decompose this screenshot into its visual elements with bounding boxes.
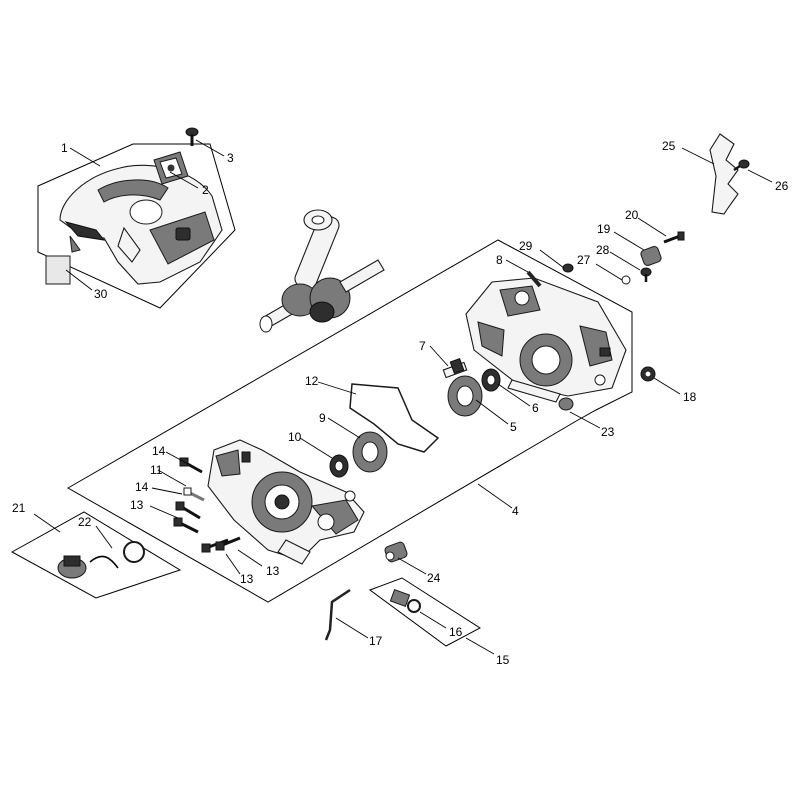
- pin-8-part: [526, 270, 542, 288]
- oil-seal-10-part: [329, 454, 349, 478]
- spike-bumper-part: [709, 133, 739, 215]
- cover-screw-part: [185, 127, 199, 146]
- oil-hose-part: [324, 588, 351, 641]
- callout-22: 22: [78, 515, 92, 529]
- callout-14b: 14: [135, 480, 149, 494]
- callout-11: 11: [150, 463, 163, 477]
- plug-18-part: [640, 366, 656, 382]
- callout-21: 21: [12, 501, 26, 515]
- callout-26: 26: [775, 179, 789, 193]
- bolt-20-part: [663, 231, 685, 244]
- callout-12: 12: [305, 374, 319, 388]
- callout-5: 5: [510, 420, 517, 434]
- bearing-9-part: [352, 431, 388, 473]
- callout-6: 6: [532, 401, 539, 415]
- top-cover-part: [59, 164, 223, 285]
- callout-1: 1: [61, 141, 68, 155]
- callout-2: 2: [202, 183, 209, 197]
- oil-pickup-part: [389, 588, 421, 613]
- callout-24: 24: [427, 571, 441, 585]
- screw-26-part: [733, 159, 750, 172]
- oil-cap-part: [57, 541, 145, 579]
- right-crankcase-part: [465, 277, 627, 403]
- left-crankcase-part: [207, 439, 365, 565]
- group-outline-crankcase: [66, 239, 633, 603]
- callout-15: 15: [496, 653, 510, 667]
- callout-30: 30: [94, 287, 108, 301]
- callout-23: 23: [601, 425, 615, 439]
- callout-13a: 13: [130, 498, 144, 512]
- callout-8: 8: [496, 253, 503, 267]
- callout-14a: 14: [152, 444, 166, 458]
- callout-25: 25: [662, 139, 676, 153]
- washer-27-part: [621, 275, 631, 285]
- crankcase-gasket-part: [349, 383, 440, 453]
- group-outline-oil-cap: [10, 511, 182, 599]
- callout-9: 9: [319, 411, 326, 425]
- callout-labels: 1 2 3 4 5 6 7 8 9 10 11 12 13 13 13 14 1…: [12, 139, 789, 667]
- bearing-5-part: [447, 375, 483, 417]
- callout-18: 18: [683, 390, 697, 404]
- callout-19: 19: [597, 222, 611, 236]
- callout-13b: 13: [240, 572, 254, 586]
- warning-label-part: [153, 151, 189, 185]
- screw-28-part: [640, 267, 652, 282]
- callout-16: 16: [449, 625, 463, 639]
- group-outline-oil-pickup: [368, 577, 481, 647]
- leader-lines: [33, 139, 773, 655]
- callout-27: 27: [577, 253, 591, 267]
- callout-3: 3: [227, 151, 234, 165]
- seal-pad-part: [45, 255, 71, 285]
- callout-20: 20: [625, 208, 639, 222]
- oil-seal-6-part: [481, 368, 501, 392]
- callout-7: 7: [419, 339, 426, 353]
- bushing-24-part: [384, 541, 408, 563]
- bushing-23-part: [558, 397, 574, 411]
- callout-13c: 13: [266, 564, 280, 578]
- callout-17: 17: [369, 634, 383, 648]
- stud-part: [442, 358, 468, 379]
- spacer-19-part: [640, 246, 662, 266]
- group-outline-cover: [37, 143, 236, 309]
- nut-29-part: [562, 263, 574, 273]
- callout-28: 28: [596, 243, 610, 257]
- callout-10: 10: [288, 430, 302, 444]
- callout-4: 4: [512, 504, 519, 518]
- callout-29: 29: [519, 239, 533, 253]
- crankshaft-part: [259, 209, 385, 333]
